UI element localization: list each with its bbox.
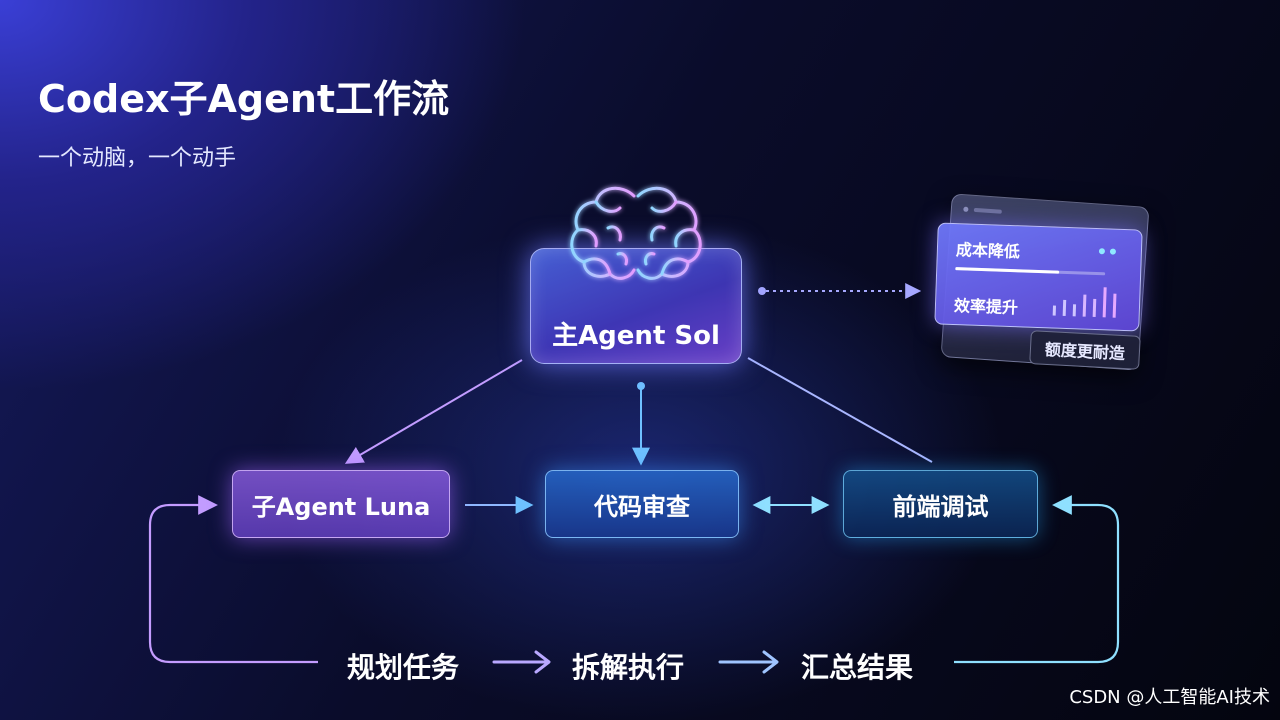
node-sub-agent-luna[interactable]: 子Agent Luna bbox=[232, 470, 450, 538]
node-frontend-debug[interactable]: 前端调试 bbox=[843, 470, 1038, 538]
card-badge-label: 额度更耐造 bbox=[1044, 339, 1126, 364]
node-code-review[interactable]: 代码审查 bbox=[545, 470, 739, 538]
page-title: Codex子Agent工作流 bbox=[38, 77, 450, 121]
step-summarize: 汇总结果 bbox=[801, 651, 914, 684]
node-label: 前端调试 bbox=[892, 492, 989, 521]
card-progress-bar bbox=[955, 267, 1106, 276]
node-label: 代码审查 bbox=[594, 492, 690, 521]
step-arrow bbox=[492, 650, 551, 674]
card-label-cost: 成本降低 bbox=[955, 240, 1021, 262]
connector-dot bbox=[758, 287, 766, 295]
node-label: 子Agent Luna bbox=[251, 492, 431, 521]
step-plan: 规划任务 bbox=[347, 651, 460, 684]
info-card: 成本降低 效率提升 bbox=[934, 222, 1143, 332]
main-agent-node[interactable]: 主Agent Sol bbox=[530, 248, 742, 364]
page-subtitle: 一个动脑，一个动手 bbox=[38, 146, 237, 171]
step-execute: 拆解执行 bbox=[572, 651, 685, 684]
info-card-back bbox=[940, 193, 1150, 371]
loop-right bbox=[954, 495, 1120, 664]
card-label-efficiency: 效率提升 bbox=[953, 296, 1019, 318]
connector-main-to-luna bbox=[344, 359, 523, 464]
step-arrow bbox=[718, 650, 779, 674]
card-bar-chart-icon bbox=[1052, 287, 1117, 318]
loop-left bbox=[148, 495, 318, 664]
watermark: CSDN @人工智能AI技术 bbox=[1069, 687, 1270, 708]
card-dots-icon bbox=[1098, 248, 1116, 255]
brain-icon bbox=[562, 178, 710, 308]
connector-main-to-frontend bbox=[747, 357, 933, 463]
card-badge: 额度更耐造 bbox=[1029, 330, 1141, 370]
main-agent-label: 主Agent Sol bbox=[552, 321, 720, 351]
